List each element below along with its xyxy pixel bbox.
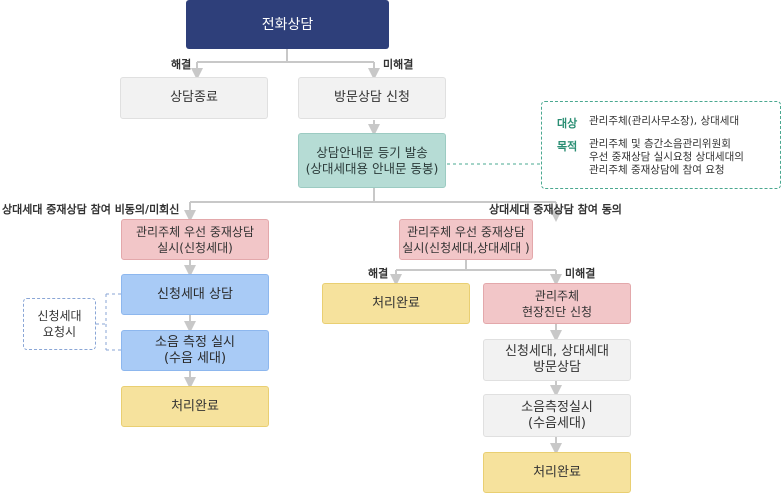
target-key: 대상 [557, 117, 578, 130]
node-left-measure: 소음 측정 실시 (수음 세대) [121, 330, 269, 371]
target-purpose-note: 대상 관리주체(관리사무소장), 상대세대 목적 관리주체 및 층간소음관리위원… [541, 101, 781, 189]
edge-label-unresolved: 미해결 [383, 58, 414, 71]
edge-label-left-branch: 상대세대 중재상담 참여 비동의/미회신 [2, 203, 180, 216]
edge-label-resolved: 해결 [171, 58, 192, 71]
node-left-done: 처리완료 [121, 386, 269, 427]
side-note-on-request: 신청세대 요청시 [23, 298, 96, 350]
edge-label-unresolved-2: 미해결 [565, 267, 596, 280]
node-right-done-b: 처리완료 [483, 452, 631, 493]
node-right-done-a: 처리완료 [322, 283, 470, 324]
node-right-site-diagnosis: 관리주체 현장진단 신청 [483, 283, 631, 324]
node-phone-consult: 전화상담 [186, 0, 389, 49]
target-value: 관리주체(관리사무소장), 상대세대 [589, 115, 740, 127]
node-left-consult: 신청세대 상담 [121, 274, 269, 315]
node-right-visit: 신청세대, 상대세대 방문상담 [483, 339, 631, 381]
node-right-mediation: 관리주체 우선 중재상담 실시(신청세대,상대세대 ) [399, 219, 533, 260]
purpose-value: 관리주체 및 층간소음관리위원회 우선 중재상담 실시요청 상대세대의 관리주체… [589, 138, 744, 176]
purpose-key: 목적 [557, 140, 578, 153]
edge-label-resolved-2: 해결 [368, 267, 389, 280]
node-mail-guide: 상담안내문 등기 발송 (상대세대용 안내문 동봉) [298, 133, 446, 188]
edge-label-right-branch: 상대세대 중재상담 참여 동의 [489, 203, 622, 216]
node-right-measure: 소음측정실시 (수음세대) [483, 394, 631, 437]
node-visit-apply: 방문상담 신청 [298, 77, 446, 119]
node-consult-end: 상담종료 [120, 77, 268, 119]
node-left-mediation: 관리주체 우선 중재상담 실시(신청세대) [121, 219, 269, 260]
